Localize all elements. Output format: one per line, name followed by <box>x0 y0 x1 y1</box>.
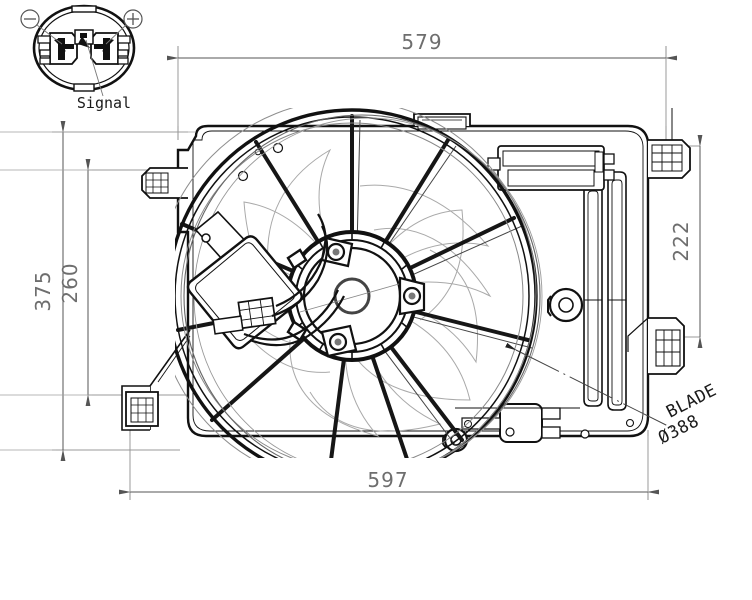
hub-shaft-bore <box>333 277 371 315</box>
terminal-cavity-center <box>74 29 94 48</box>
minus-terminal-callout <box>20 9 63 45</box>
terminal-cavity-right <box>90 32 131 65</box>
mount-bracket-bottom-right <box>627 317 685 375</box>
shroud-pivot-eyelet <box>547 287 584 323</box>
minus-leader-line <box>36 24 63 45</box>
motor-control-module <box>186 210 345 350</box>
shroud-left-fairing-inner <box>157 335 191 383</box>
blade-leader-line <box>505 342 673 429</box>
dim-label-597: 597 <box>367 468 408 492</box>
signal-label: Signal <box>77 94 131 112</box>
dim-label-222: 222 <box>669 220 693 261</box>
dimension-260: 260 <box>58 159 200 406</box>
lower-connector-module <box>455 403 580 443</box>
plus-terminal-callout <box>105 9 143 45</box>
connector-key-bottom <box>73 83 95 92</box>
dim-label-260: 260 <box>58 262 82 303</box>
module-wiring-harness <box>243 213 345 347</box>
hub-bolt-3 <box>320 324 358 358</box>
terminal-cavity-left <box>37 32 78 65</box>
shroud-hole-b <box>272 142 284 154</box>
shroud-inner-outline <box>192 130 644 432</box>
mount-bracket-bottom-left <box>125 391 159 427</box>
harness-connector-right <box>648 108 691 179</box>
module-mount-hole <box>201 233 211 243</box>
connector-key-top <box>71 5 97 13</box>
venturi-ring <box>175 108 537 458</box>
module-body-inner <box>195 242 295 341</box>
mount-bracket-top-left <box>141 167 188 199</box>
plus-leader-line <box>105 24 127 45</box>
resistor-block <box>487 145 615 191</box>
shroud-hole-d <box>580 429 590 439</box>
dim-label-579: 579 <box>401 30 442 54</box>
hub-bracket-tabs <box>286 248 308 342</box>
hub-bolt-2 <box>398 276 426 316</box>
dim-label-375: 375 <box>31 270 55 311</box>
signal-leader-line <box>85 39 104 97</box>
connector-pinout-detail: Signal <box>20 4 143 112</box>
construction-lines <box>0 58 667 492</box>
hub-axis-line <box>299 281 407 313</box>
hub-bolt-1 <box>320 236 354 268</box>
shroud-hole-e <box>625 418 635 428</box>
shroud-hole-a <box>237 170 249 182</box>
module-connector <box>212 296 277 335</box>
